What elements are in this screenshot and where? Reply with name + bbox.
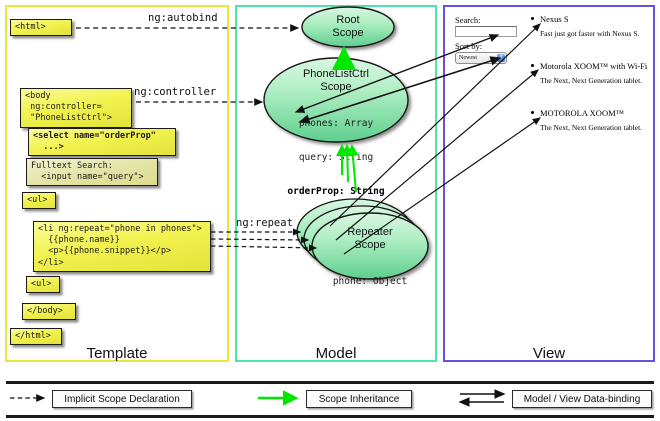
template-box-html-open[interactable]: <html> — [10, 19, 72, 37]
panel-label-template: Template — [86, 345, 148, 362]
panel-label-model: Model — [315, 345, 357, 362]
legend-divider-bottom — [6, 415, 654, 418]
edge-label-ng-controller: ng:controller — [134, 86, 217, 98]
template-box-fulltext-search[interactable]: Fulltext Search: <input name="query"> — [26, 158, 158, 187]
view-phone-item-2: MOTOROLA XOOM™ The Next, Next Generation… — [531, 108, 643, 132]
view-phone-item-0: Nexus S Fast just got faster with Nexus … — [531, 14, 640, 38]
legend-item-scope-inheritance: Scope Inheritance — [306, 390, 412, 408]
list-bullet-icon — [531, 17, 534, 20]
legend-item-model-view-data-binding: Model / View Data-binding — [512, 390, 652, 408]
template-box-html-close[interactable]: </html> — [10, 328, 62, 346]
view-phone-item-1: Motorola XOOM™ with Wi-Fi The Next, Next… — [531, 61, 648, 85]
panel-label-view: View — [532, 345, 566, 362]
edge-ng-repeat — [210, 228, 318, 252]
view-search-label: Search: — [455, 15, 481, 25]
template-box-ul-open[interactable]: <ul> — [22, 192, 56, 210]
template-box-ul-close[interactable]: <ul> — [26, 276, 60, 294]
view-phone-name: Nexus S — [540, 14, 569, 24]
template-box-body-controller[interactable]: <body ng:controller= "PhoneListCtrl"> — [20, 88, 132, 128]
list-bullet-icon — [531, 64, 534, 67]
edge-data-binding — [294, 23, 541, 255]
legend-item-implicit-scope-declaration: Implicit Scope Declaration — [52, 390, 192, 408]
template-box-select-orderprop[interactable]: <select name="orderProp" ...> — [28, 128, 176, 157]
template-box-body-close[interactable]: </body> — [22, 303, 76, 321]
template-box-li-repeat[interactable]: <li ng:repeat="phone in phones"> {{phone… — [33, 221, 211, 272]
view-phone-snippet: The Next, Next Generation tablet. — [540, 76, 643, 85]
edge-label-ng-repeat: ng:repeat — [236, 217, 293, 229]
legend-divider-top — [6, 381, 654, 384]
view-phone-snippet: The Next, Next Generation tablet. — [540, 123, 643, 132]
edge-label-ng-autobind: ng:autobind — [148, 12, 218, 24]
view-phone-name: MOTOROLA XOOM™ — [540, 108, 624, 118]
list-bullet-icon — [531, 111, 534, 114]
view-phone-snippet: Fast just got faster with Nexus S. — [540, 29, 640, 38]
view-phone-name: Motorola XOOM™ with Wi-Fi — [540, 61, 648, 71]
